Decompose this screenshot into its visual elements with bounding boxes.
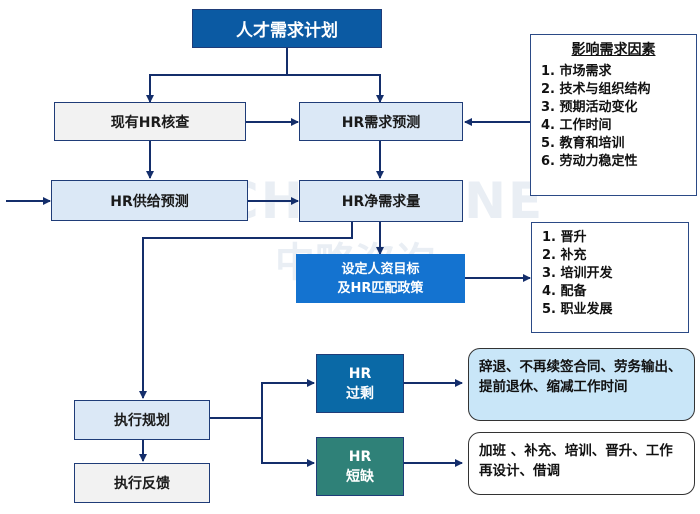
node-label-line1: HR <box>348 448 372 465</box>
title-box: 人才需求计划 <box>192 9 382 48</box>
shortage-actions-note: 加班 、补充、培训、晋升、工作再设计、借调 <box>468 432 695 495</box>
policy-item: 5. 职业发展 <box>542 302 613 317</box>
policy-item: 1. 晋升 <box>542 230 587 245</box>
factor-item: 4. 工作时间 <box>541 118 612 133</box>
node-hr-shortage: HR 短缺 <box>316 437 404 496</box>
node-execute-feedback: 执行反馈 <box>74 463 210 503</box>
node-label-line1: 设定人资目标 <box>341 261 420 277</box>
node-hr-surplus: HR 过剩 <box>316 354 404 413</box>
factor-item: 3. 预期活动变化 <box>541 100 638 115</box>
arrow-execute-to-shortage <box>261 418 315 467</box>
node-label: HR净需求量 <box>341 194 421 210</box>
factors-heading: 影响需求因素 <box>571 42 656 58</box>
node-label: 执行反馈 <box>114 476 170 492</box>
policy-item: 2. 补充 <box>542 248 587 263</box>
node-hr-supply-forecast: HR供给预测 <box>51 180 248 221</box>
arrow-title-to-demand <box>287 74 384 103</box>
node-hr-net-demand: HR净需求量 <box>299 180 463 222</box>
node-label: 现有HR核查 <box>110 114 190 131</box>
factor-item: 6. 劳动力稳定性 <box>541 154 638 169</box>
surplus-actions-text: 辞退、不再续签合同、劳务输出、 提前退休、缩减工作时间 <box>479 359 682 395</box>
factor-item: 2. 技术与组织结构 <box>541 82 651 97</box>
arrow-net-to-execute <box>139 222 353 399</box>
surplus-actions-note: 辞退、不再续签合同、劳务输出、 提前退休、缩减工作时间 <box>468 348 695 421</box>
policy-item: 3. 培训开发 <box>542 266 613 281</box>
node-label-line2: 及HR匹配政策 <box>337 280 424 296</box>
arrow-title-to-check <box>146 48 288 103</box>
node-label-line2: 短缺 <box>346 468 374 485</box>
arrow-execute-to-surplus <box>210 379 315 419</box>
node-label-line2: 过剩 <box>346 385 374 402</box>
node-set-goals: 设定人资目标 及HR匹配政策 <box>296 254 465 303</box>
demand-factors-box: 影响需求因素 1. 市场需求 2. 技术与组织结构 3. 预期活动变化 4. 工… <box>530 34 697 196</box>
policies-box: 1. 晋升 2. 补充 3. 培训开发 4. 配备 5. 职业发展 <box>531 222 689 333</box>
node-label: HR需求预测 <box>341 114 421 131</box>
node-existing-hr-check: 现有HR核查 <box>54 102 246 141</box>
policy-item: 4. 配备 <box>542 284 587 299</box>
title-text: 人才需求计划 <box>236 21 338 41</box>
node-hr-demand-forecast: HR需求预测 <box>299 102 463 141</box>
factor-item: 5. 教育和培训 <box>541 136 625 151</box>
node-label-line1: HR <box>348 365 372 382</box>
factor-item: 1. 市场需求 <box>541 64 612 79</box>
node-label: 执行规划 <box>114 413 170 429</box>
shortage-actions-text: 加班 、补充、培训、晋升、工作再设计、借调 <box>479 443 673 479</box>
node-execute-plan: 执行规划 <box>74 400 210 440</box>
node-label: HR供给预测 <box>110 193 189 210</box>
